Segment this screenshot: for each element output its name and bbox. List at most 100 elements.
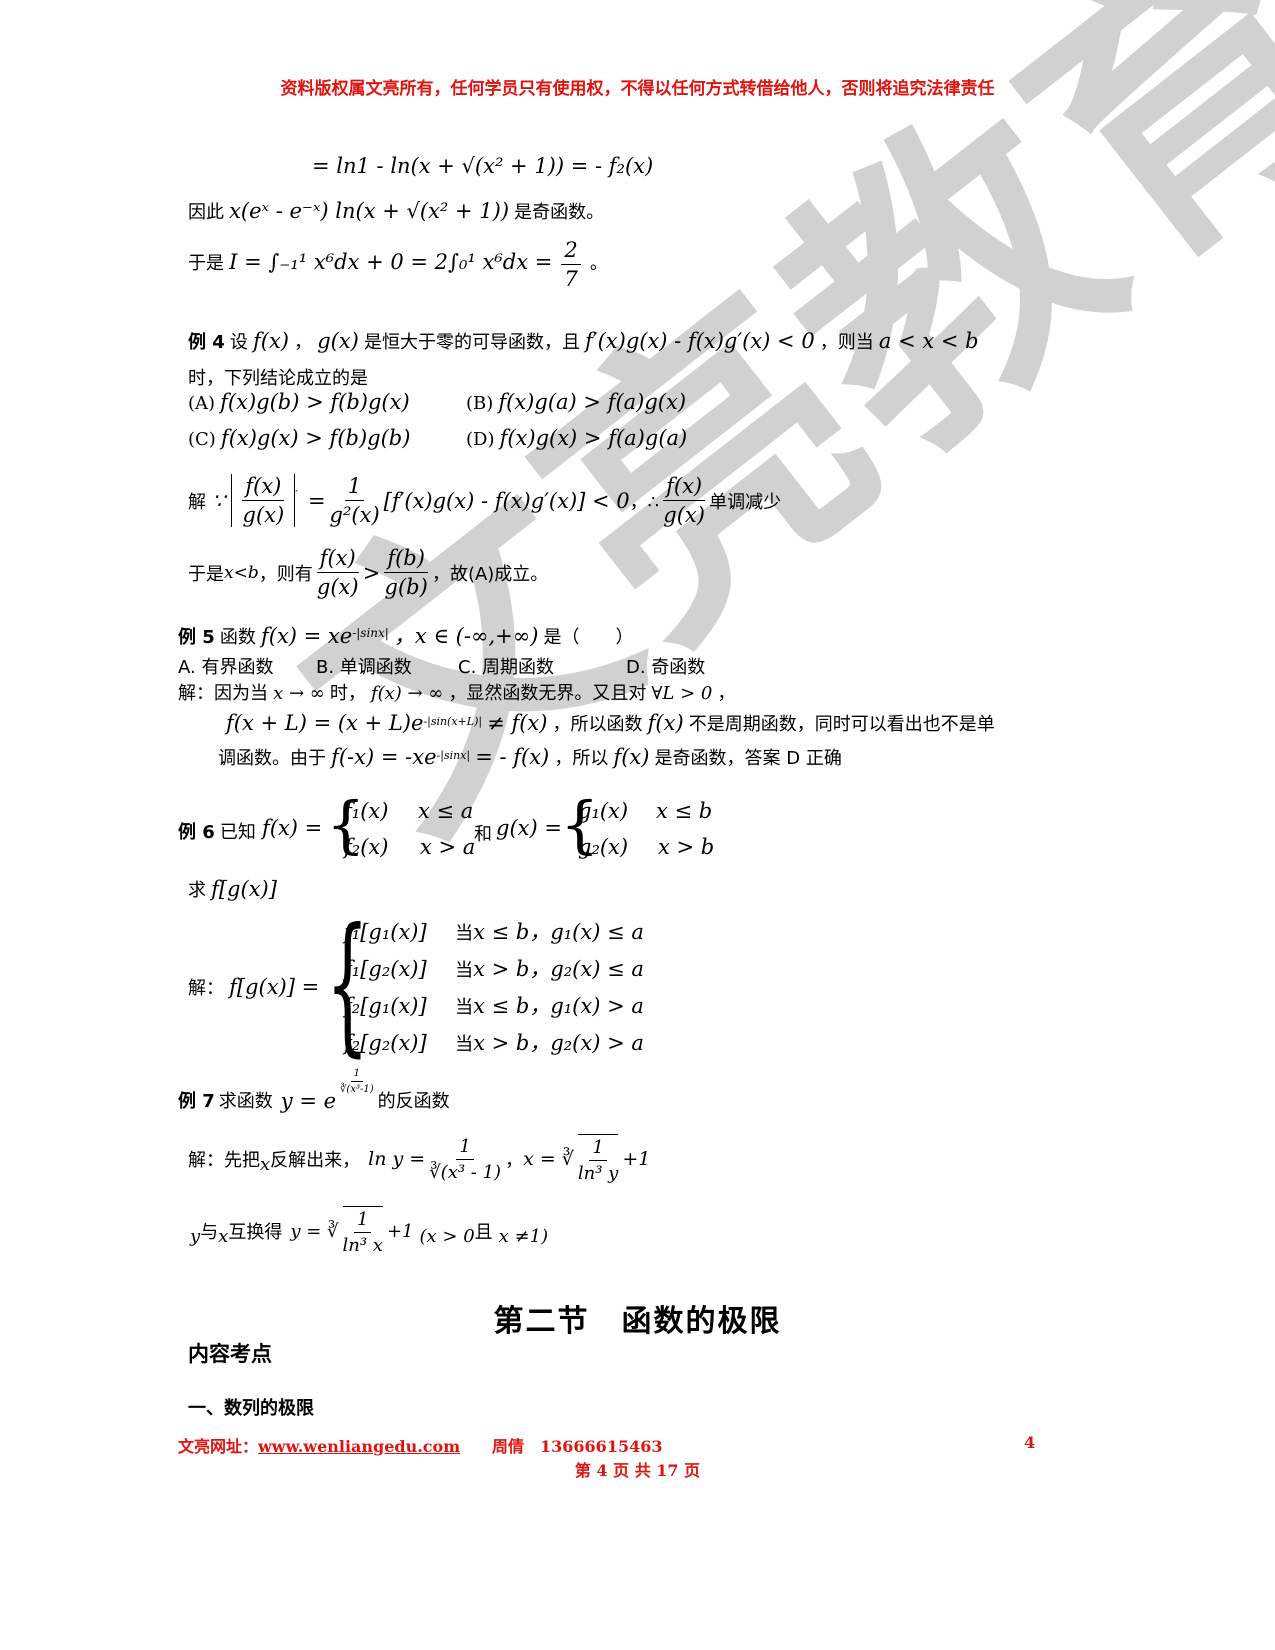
case-when: 当 [455,923,474,944]
prime: ′ [295,488,298,502]
text: 解：因为当 [178,683,268,704]
fraction: 1 g²(x) [330,474,380,527]
text: ， [294,332,313,353]
text: 单调减少 [709,491,782,513]
bracketed-quotient: f(x) g(x) [231,474,296,527]
left-brace: { [560,788,600,861]
phone-number: 13666615463 [540,1437,663,1456]
case-when: 当 [455,1034,474,1055]
option-math: f(x)g(x) > f(a)g(a) [499,426,688,450]
footer-contact: 周倩 13666615463 [492,1433,662,1457]
numerator: 1 [589,1137,607,1161]
case-row: f₁[g₂(x)] 当x > b，g₂(x) ≤ a [344,953,644,983]
text: ，显然函数无界。又且对 [448,683,647,704]
option-label: (B) [466,393,494,414]
example-5-solution-line-2: f(x + L) = (x + L)e-|sin(x+L)| ≠ f(x) ，所… [226,710,995,736]
math: x [260,1153,271,1175]
text: 互换得 [228,1222,283,1243]
denominator: g(x) [242,503,285,527]
text: 是恒大于零的可导函数，且 [363,332,580,353]
option-c: (C) f(x)g(x) > f(b)g(b) [188,426,410,450]
f-cond-1: x ≤ a [418,799,474,823]
f-definition-lhs: f(x) = [262,816,323,840]
text: 解：先把 [188,1150,260,1171]
text: 函数 [219,627,256,648]
option-math: f(x)g(a) > f(a)g(x) [498,390,687,414]
case-when: 当 [455,960,474,981]
text: 调函数。由于 [218,748,326,769]
text: 。 [589,253,608,274]
example-7-solution-line-2: y 与 x 互换得 y = ∛ 1 ln³ x +1 (x > 0 且 x ≠1… [190,1206,548,1256]
numerator: 2 [561,238,581,265]
math: g(x) [317,329,359,353]
denominator: g(x) [316,575,359,599]
numerator: 1 [350,1068,364,1082]
exponent: -|sin(x+L)| [423,714,483,728]
text: 的反函数 [377,1091,450,1112]
option-a: (A) f(x)g(b) > f(b)g(x) [188,390,410,414]
math: x ≠1) [498,1225,549,1247]
f-case-1: f₁(x) [344,799,389,823]
example-5-solution-line-3: 调函数。由于 f(-x) = -xe-|sinx| = - f(x) ，所以 f… [218,744,842,770]
numerator: 1 [354,1209,372,1233]
text: 反解出来， [270,1150,361,1171]
text: ，故(A)成立。 [431,563,549,585]
numerator: f(x) [316,546,359,573]
text: 是奇函数，答案 D 正确 [654,748,842,769]
text: 时， [329,683,366,704]
section-title: 第二节 函数的极限 [493,1304,782,1339]
math: f(x) [647,711,684,735]
exponent-fraction: 1 ∛(x³-1) [340,1068,374,1095]
case-expr: f₁[g₂(x)] [344,957,427,981]
example-7-solution-line-1: 解：先把 x 反解出来， ln y = 1 ∛(x³ - 1) ， x = ∛ … [188,1134,650,1184]
denominator: 7 [564,267,578,291]
equation-line-1: = ln1 - ln(x + √(x² + 1)) = - f₂(x) [312,154,654,178]
example-5-solution-line-1: 解：因为当 x → ∞ 时， f(x) → ∞ ，显然函数无界。又且对 ∀L >… [178,679,735,705]
f-case-2: f₂(x) [344,835,389,859]
fraction: 1 ∛(x³ - 1) [429,1136,501,1183]
g-cond-2: x > b [658,835,715,859]
solution-label: 解： [188,978,224,999]
example-6-label-row: 例 6 已知 [178,818,256,844]
page-count: 第 4 页 共 17 页 [574,1461,701,1480]
math: f(x + L) = (x + L)e [226,711,424,735]
math: x(eˣ - e⁻ˣ) ln(x + √(x² + 1)) [229,199,510,223]
case-expr: f₁[g₁(x)] [344,920,427,944]
example-4-statement: 例 4 设 f(x) ， g(x) 是恒大于零的可导函数，且 f′(x)g(x)… [188,328,979,354]
case-expr: f₂[g₁(x)] [344,994,427,1018]
math: f[g(x)] = [229,975,320,999]
text: ， [505,1150,524,1171]
solution-label: 解 [188,491,206,513]
math: > [362,560,381,585]
denominator: g(x) [663,503,705,527]
equals: = [307,488,326,513]
website-link[interactable]: www.wenliangedu.com [258,1437,461,1456]
example-label: 例 5 [178,627,215,648]
g-case-1: g₁(x) [578,799,629,823]
footer-label: 文亮网址： [178,1437,259,1456]
fraction: 1 ln³ x [342,1206,383,1256]
g-definition-lhs: g(x) = [496,816,562,840]
math: f′(x)g(x) - f(x)g′(x) < 0 [585,329,815,353]
example-7-statement: 例 7 求函数 y = e 1 ∛(x³-1) 的反函数 [178,1068,450,1113]
text: 求 [188,880,206,901]
math: (x > 0 [419,1225,475,1247]
option-d: (D) f(x)g(x) > f(a)g(a) [466,426,687,450]
numerator: 1 [344,474,365,501]
subsection-heading: 一、数列的极限 [188,1398,314,1419]
option-label: (C) [188,429,216,450]
fraction: f(x) g(x) [316,546,359,599]
option-b: (B) f(x)g(a) > f(a)g(x) [466,390,686,414]
math: f[g(x)] [211,877,277,901]
fraction: f(x) g(x) [663,474,706,527]
option-d: D. 奇函数 [626,657,706,678]
denominator: g²(x) [329,503,380,527]
math: y = ∛ [290,1220,339,1242]
math: +1 [622,1148,651,1170]
case-expr: f₂[g₂(x)] [344,1031,427,1055]
math: x<b [224,562,259,583]
because-symbol: ∵ [212,488,226,513]
case-cond: x ≤ b，g₁(x) ≤ a [473,920,644,944]
case-when: 当 [455,997,474,1018]
option-c: C. 周期函数 [458,657,555,678]
